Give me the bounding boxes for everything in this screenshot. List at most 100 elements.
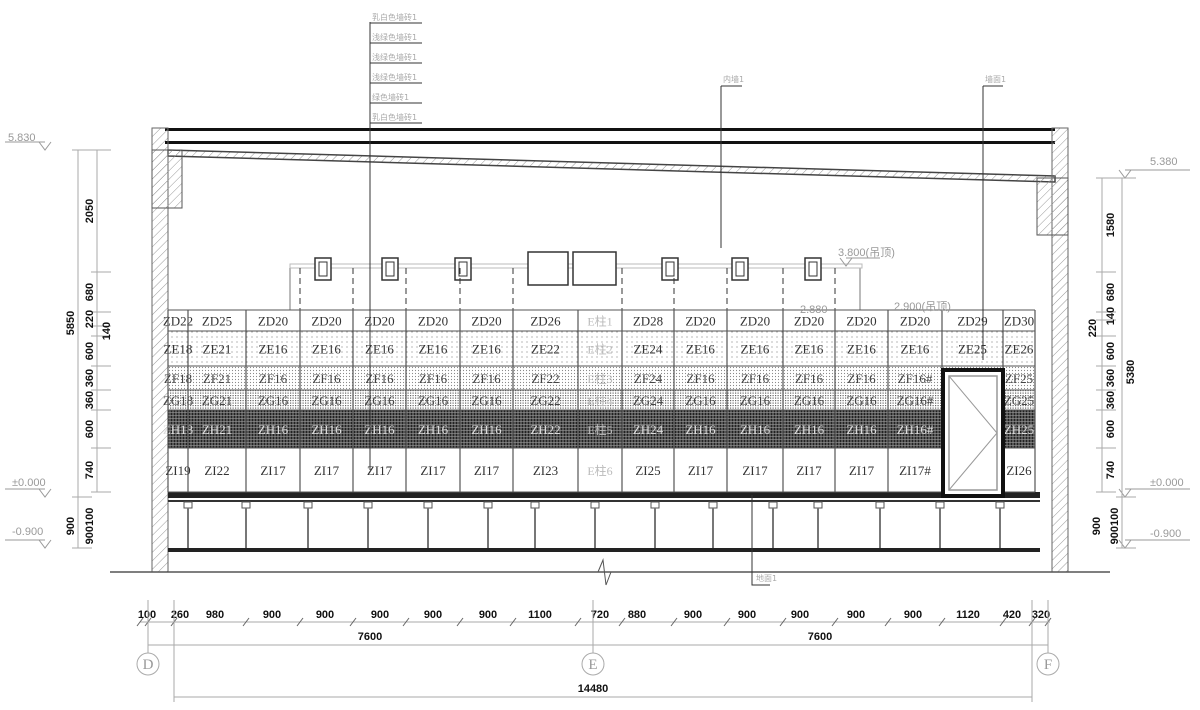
dim-label: 900	[263, 609, 281, 621]
tile-label: ZF16	[847, 371, 876, 386]
joist-cap	[530, 501, 540, 509]
tile-label: ZE16	[259, 342, 288, 357]
joist-cap	[813, 501, 823, 509]
tile-label: ZH18	[163, 422, 193, 437]
dim-tick	[831, 617, 839, 627]
dim-label: 880	[628, 609, 646, 621]
tile-label: ZE16	[686, 342, 715, 357]
tile-label: ZD20	[900, 314, 930, 329]
level-left-bottom: -0.900	[12, 526, 43, 538]
dim-tick	[402, 617, 410, 627]
dim-tick	[456, 617, 464, 627]
dim-label: 260	[171, 609, 189, 621]
tile-label: ZH16	[794, 422, 825, 437]
level-beam: 2.880	[800, 304, 828, 316]
floor-joists	[183, 501, 1005, 548]
dim-label: 900	[791, 609, 809, 621]
door[interactable]	[941, 368, 1005, 498]
tile-label: ZF16	[419, 371, 448, 386]
tile-label: ZH16	[740, 422, 771, 437]
tile-label: ZF16	[472, 371, 501, 386]
tile-label: ZI17	[849, 463, 875, 478]
structure	[110, 127, 1110, 586]
tile-label: ZD20	[418, 314, 448, 329]
tile-label: ZH16	[418, 422, 449, 437]
light-fixture-outer	[731, 257, 749, 281]
tile-row-band-1	[168, 331, 1035, 366]
tile-label: ZD26	[530, 314, 561, 329]
dim-label: 1580	[1105, 213, 1117, 237]
dim-tick	[242, 617, 250, 627]
joist-cap	[423, 501, 433, 509]
tile-label: ZD29	[957, 314, 987, 329]
joist-cap	[768, 501, 778, 509]
joist-cap	[303, 501, 313, 509]
tile-row-band-0	[168, 310, 1035, 331]
tile-label: E柱1	[587, 314, 612, 329]
tile-label: ZG22	[530, 393, 560, 408]
tile-label: ZH16#	[897, 422, 934, 437]
tile-label: ZH16	[364, 422, 395, 437]
axis-bubble-D	[136, 652, 160, 676]
joist-cap	[241, 501, 251, 509]
dim-label: 420	[1003, 609, 1021, 621]
tile-label: ZG24	[633, 393, 664, 408]
left-column	[151, 149, 183, 209]
dim-label: 900	[65, 517, 77, 535]
level-right-bottom: -0.900	[1150, 528, 1181, 540]
tile-label: ZF21	[203, 371, 231, 386]
break-symbol	[597, 558, 612, 586]
floor-callout: 地面1	[756, 573, 777, 583]
tile-label: ZF16	[795, 371, 824, 386]
tile-label: ZD20	[311, 314, 341, 329]
dim-label: 1100	[528, 609, 552, 621]
tile-elevation-grid: ZD22ZE18ZF18ZG18ZH18ZI19ZD25ZE21ZF21ZG21…	[163, 309, 1036, 493]
dim-tick	[999, 617, 1007, 627]
tile-label: ZE16	[901, 342, 930, 357]
dim-label: 900100	[84, 508, 96, 545]
tile-label: ZF16	[365, 371, 394, 386]
tile-label: E柱2	[587, 342, 612, 357]
ceiling-callout: 内墙1	[723, 74, 744, 84]
tile-label: ZG16#	[897, 393, 934, 408]
ceiling-box-1	[527, 251, 569, 286]
joist-cap	[483, 501, 493, 509]
tile-label: ZH16	[846, 422, 877, 437]
right-column	[1036, 177, 1069, 236]
tile-row-band-4	[168, 410, 1035, 448]
dim-tick	[938, 617, 946, 627]
tile-label: ZD20	[846, 314, 876, 329]
floor-leader	[751, 495, 770, 586]
dim-label: 600	[84, 420, 96, 438]
dim-label: 900	[684, 609, 702, 621]
dim-label: 5850	[65, 311, 77, 335]
tile-label: ZD20	[258, 314, 288, 329]
dim-label: 900	[371, 609, 389, 621]
tile-label: ZE16	[312, 342, 341, 357]
tile-label: ZF16#	[898, 371, 933, 386]
tile-label: ZE16	[741, 342, 770, 357]
level-right-top: 5.380	[1150, 156, 1178, 168]
light-fixture-inner	[735, 261, 745, 277]
dim-label: 220	[84, 310, 96, 328]
tile-label: ZI17	[474, 463, 500, 478]
tile-label: ZD20	[794, 314, 824, 329]
tile-label: ZG18	[163, 393, 193, 408]
tile-label: ZD20	[471, 314, 501, 329]
joist-cap	[363, 501, 373, 509]
joist-cap	[183, 501, 193, 509]
tile-label: ZI17	[314, 463, 340, 478]
level-left-top: 5.830	[8, 132, 36, 144]
tile-label: ZI19	[165, 463, 190, 478]
level-right-zero: ±0.000	[1150, 477, 1184, 489]
tile-label: ZG16	[258, 393, 289, 408]
tile-label: ZF25	[1005, 371, 1033, 386]
tile-label: ZF16	[686, 371, 715, 386]
dim-label: 140	[1105, 307, 1117, 325]
material-callout: 浅绿色墙砖1	[372, 32, 417, 42]
dim-label: 7600	[808, 631, 832, 643]
tile-label: ZH25	[1004, 422, 1034, 437]
tile-label: ZI22	[204, 463, 229, 478]
